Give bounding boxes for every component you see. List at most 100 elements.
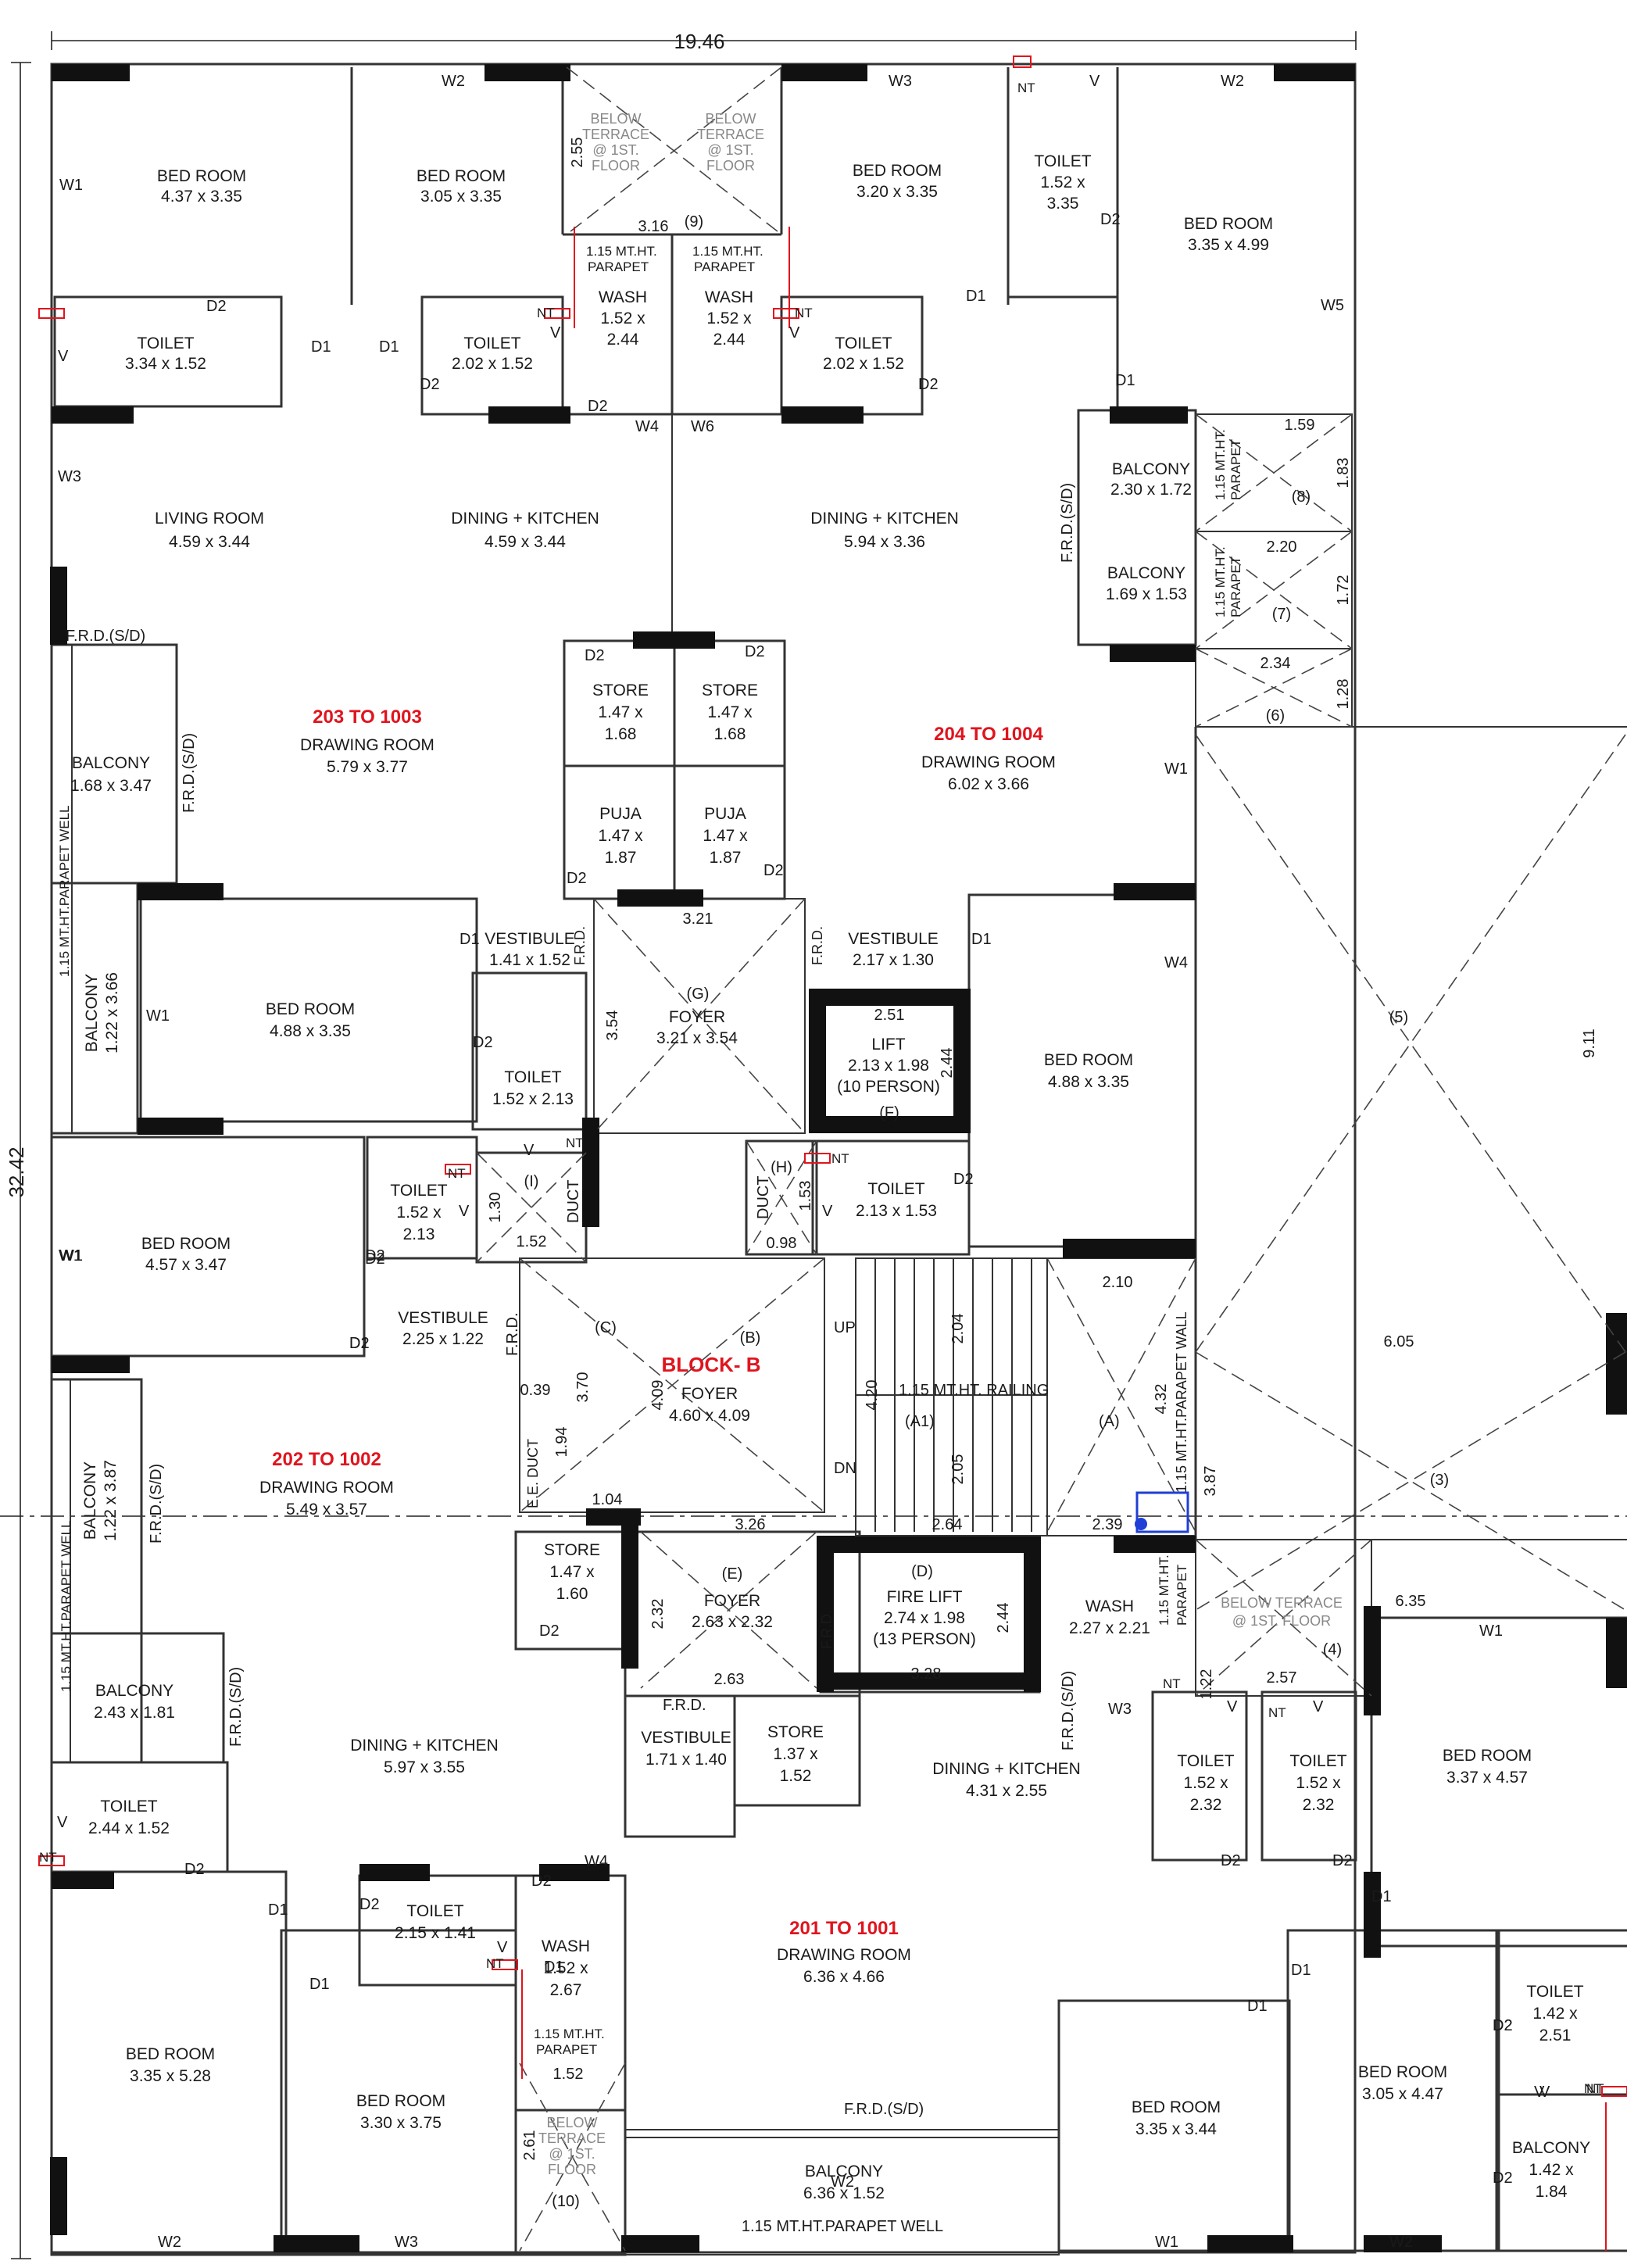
overall-height-dim: 32.42 bbox=[5, 1147, 28, 1197]
opening-label: W5 bbox=[1321, 297, 1344, 314]
opening-label: NT bbox=[39, 1850, 57, 1865]
opening-label: F.R.D.(S/D) bbox=[1060, 1671, 1077, 1751]
room-size: 3.21 x 3.54 bbox=[656, 1029, 738, 1047]
room-size: 3.20 x 3.35 bbox=[856, 183, 938, 201]
room-size: 2.13 x 1.98 bbox=[848, 1057, 929, 1075]
room-name: FOYER bbox=[704, 1592, 760, 1610]
room-name: DINING + KITCHEN bbox=[451, 510, 599, 528]
opening-label: 1.15 MT.HT. bbox=[534, 2027, 605, 2041]
room-size: 1.47 x bbox=[703, 827, 748, 845]
opening-label: 1.15 MT.HT.PARAPET WELL bbox=[59, 1521, 73, 1693]
room-name: VESTIBULE bbox=[485, 930, 575, 948]
terrace-note: TERRACE bbox=[697, 127, 764, 142]
opening-label: PARAPET bbox=[1175, 1565, 1189, 1626]
room-size: 1.52 x bbox=[1183, 1774, 1228, 1792]
opening-label: D2 bbox=[745, 643, 765, 660]
room-size: 2.27 x 2.21 bbox=[1069, 1619, 1150, 1637]
room-size: 2.15 x 1.41 bbox=[395, 1924, 476, 1942]
dim-label: 3.16 bbox=[638, 218, 669, 235]
dim-label: 6.35 bbox=[1396, 1593, 1426, 1610]
zone-marker: (10) bbox=[552, 2193, 580, 2210]
room-name: BED ROOM bbox=[141, 1235, 231, 1253]
dim-label: 4.09 bbox=[649, 1380, 667, 1411]
opening-label: (A1) bbox=[905, 1413, 935, 1430]
terrace-note: FLOOR bbox=[592, 158, 640, 173]
opening-label: W3 bbox=[395, 2234, 418, 2251]
opening-label: PARAPET bbox=[694, 259, 755, 274]
room-size: 1.42 x bbox=[1529, 2161, 1574, 2179]
zone-marker: (4) bbox=[1323, 1641, 1342, 1658]
room-name: FOYER bbox=[669, 1008, 725, 1026]
room-size: 1.52 x bbox=[706, 309, 752, 327]
zone-marker: (F) bbox=[879, 1104, 899, 1121]
opening-label: D2 bbox=[567, 870, 587, 887]
room-size: 2.63 x 2.32 bbox=[692, 1613, 773, 1631]
room-name: BED ROOM bbox=[356, 2092, 445, 2110]
opening-label: V bbox=[1227, 1698, 1238, 1715]
room-name: STORE bbox=[702, 681, 758, 699]
opening-label: F.R.D. bbox=[810, 926, 825, 965]
opening-label: NT bbox=[1163, 1676, 1181, 1691]
dim-label: 4.32 bbox=[1153, 1384, 1170, 1415]
block-code-203: 203 TO 1003 bbox=[313, 707, 422, 728]
room-size: 5.49 x 3.57 bbox=[286, 1501, 367, 1519]
room-name: TOILET bbox=[137, 334, 194, 352]
zone-marker: (6) bbox=[1266, 707, 1285, 724]
opening-label: F.R.D.(S/D) bbox=[148, 1464, 165, 1544]
opening-label: D2 bbox=[1100, 211, 1121, 228]
zone-marker: (9) bbox=[685, 213, 703, 231]
opening-label: W1 bbox=[146, 1007, 170, 1025]
dashed-cutouts bbox=[476, 66, 1626, 2252]
opening-label: D2 bbox=[918, 376, 939, 393]
room-size: 1.87 bbox=[710, 849, 742, 867]
room-size: 2.17 x 1.30 bbox=[853, 951, 934, 969]
opening-label: D1 bbox=[1371, 1888, 1392, 1905]
room-name: LIFT bbox=[871, 1036, 905, 1054]
opening-label: V bbox=[822, 1203, 833, 1220]
opening-label: NT bbox=[1268, 1705, 1286, 1720]
room-name: DRAWING ROOM bbox=[921, 753, 1056, 771]
dim-label: 2.10 bbox=[1103, 1274, 1133, 1291]
terrace-note: FLOOR bbox=[548, 2162, 596, 2177]
terrace-note: BELOW bbox=[590, 111, 641, 127]
opening-label: F.R.D.(S/D) bbox=[844, 2101, 924, 2118]
opening-label: V bbox=[550, 324, 561, 342]
dim-label: 6.05 bbox=[1384, 1333, 1414, 1350]
opening-label: F.R.D. bbox=[819, 1610, 835, 1649]
opening-label: DUCT bbox=[755, 1175, 772, 1219]
room-name: VESTIBULE bbox=[641, 1729, 731, 1747]
opening-label: NT bbox=[1586, 2081, 1604, 2096]
room-size: 1.87 bbox=[605, 849, 637, 867]
room-name: LIVING ROOM bbox=[155, 510, 264, 528]
opening-label: W1 bbox=[1155, 2234, 1178, 2251]
room-name: BED ROOM bbox=[853, 162, 942, 180]
opening-label: F.R.D.(S/D) bbox=[227, 1667, 245, 1747]
room-name: BED ROOM bbox=[1044, 1051, 1133, 1069]
dim-label: 3.70 bbox=[574, 1372, 592, 1403]
room-name: DRAWING ROOM bbox=[777, 1946, 911, 1964]
opening-label: D2 bbox=[420, 376, 440, 393]
opening-label: D2 bbox=[365, 1247, 385, 1265]
opening-label: 1.15 MT.HT.PARAPET WALL bbox=[1174, 1311, 1189, 1493]
room-name: BALCONY bbox=[81, 1461, 99, 1540]
opening-label: W3 bbox=[58, 468, 81, 485]
room-size: 6.36 x 1.52 bbox=[803, 2184, 885, 2202]
opening-label: D1 bbox=[379, 338, 399, 356]
opening-label: D2 bbox=[953, 1171, 974, 1188]
opening-label: F.R.D.(S/D) bbox=[66, 628, 145, 645]
dim-label: 1.52 bbox=[553, 2066, 584, 2083]
zone-marker: (D) bbox=[911, 1563, 933, 1580]
dimension-labels: 2.55 3.16 1.59 1.83 2.20 1.72 2.34 1.28 … bbox=[487, 138, 1598, 2161]
room-name: DINING + KITCHEN bbox=[932, 1760, 1081, 1778]
opening-label: D1 bbox=[349, 1335, 370, 1352]
dim-label: 1.59 bbox=[1285, 417, 1315, 434]
room-name: DINING + KITCHEN bbox=[810, 510, 959, 528]
dim-label: 2.63 bbox=[714, 1671, 745, 1688]
room-name: BED ROOM bbox=[157, 167, 246, 185]
room-name: VESTIBULE bbox=[848, 930, 939, 948]
room-name: WASH bbox=[599, 288, 647, 306]
opening-label: PARAPET bbox=[536, 2042, 597, 2057]
opening-label: V bbox=[789, 324, 800, 342]
zone-marker: (H) bbox=[771, 1159, 792, 1176]
room-name: TOILET bbox=[504, 1068, 561, 1086]
